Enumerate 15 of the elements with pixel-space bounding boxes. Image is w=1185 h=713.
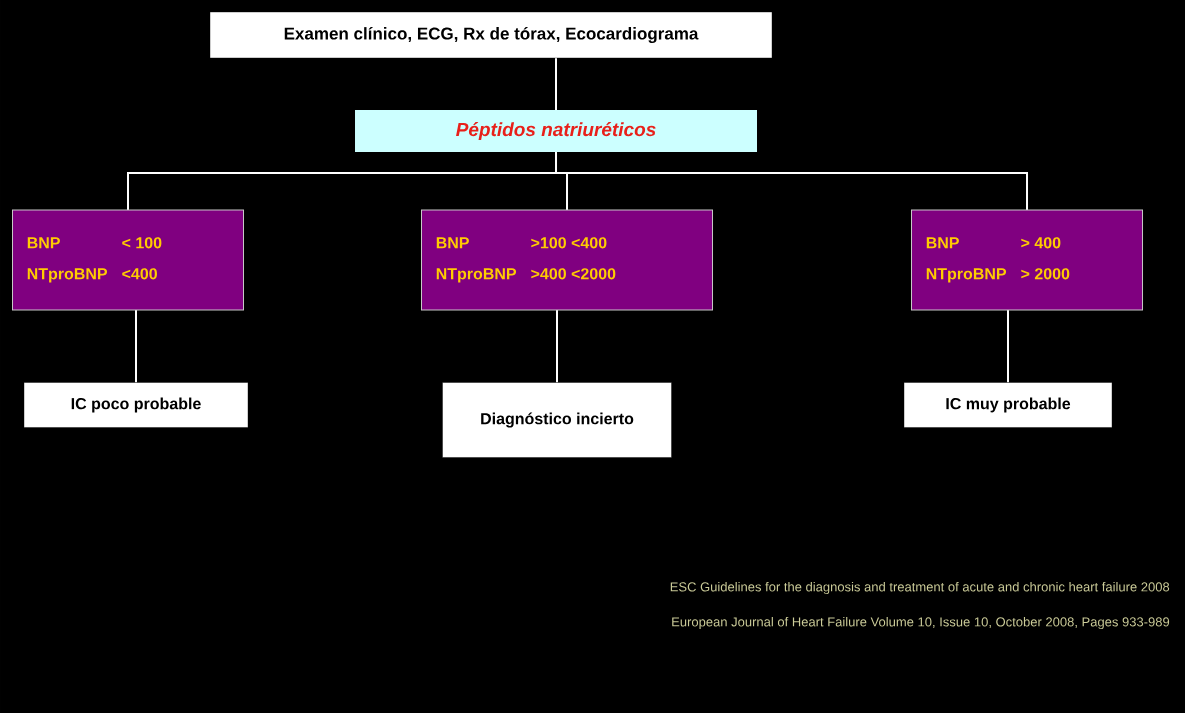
- connector-line: [1007, 309, 1009, 384]
- connector-line: [135, 309, 137, 384]
- connector-line: [555, 151, 1028, 211]
- result-box: IC muy probable: [903, 382, 1113, 428]
- citation-text: European Journal of Heart Failure Volume 10, Issue 10, October 2008, Pages 933-989: [672, 616, 1170, 630]
- result-box: IC poco probable: [23, 382, 249, 428]
- threshold-box: BNP < 100 NTproBNP <400: [12, 209, 244, 311]
- citation-text: ESC Guidelines for the diagnosis and treatment of acute and chronic heart failure 2008: [670, 581, 1170, 595]
- result-box: Diagnóstico incierto: [442, 382, 672, 458]
- connector-line: [555, 57, 557, 111]
- threshold-box: BNP > 400 NTproBNP > 2000: [911, 209, 1143, 311]
- heading-box: Péptidos natriuréticos: [355, 110, 757, 152]
- threshold-box: BNP >100 <400 NTproBNP >400 <2000: [421, 209, 713, 311]
- exam-box: Examen clínico, ECG, Rx de tórax, Ecocardiograma: [209, 11, 773, 59]
- connector-line: [556, 309, 558, 384]
